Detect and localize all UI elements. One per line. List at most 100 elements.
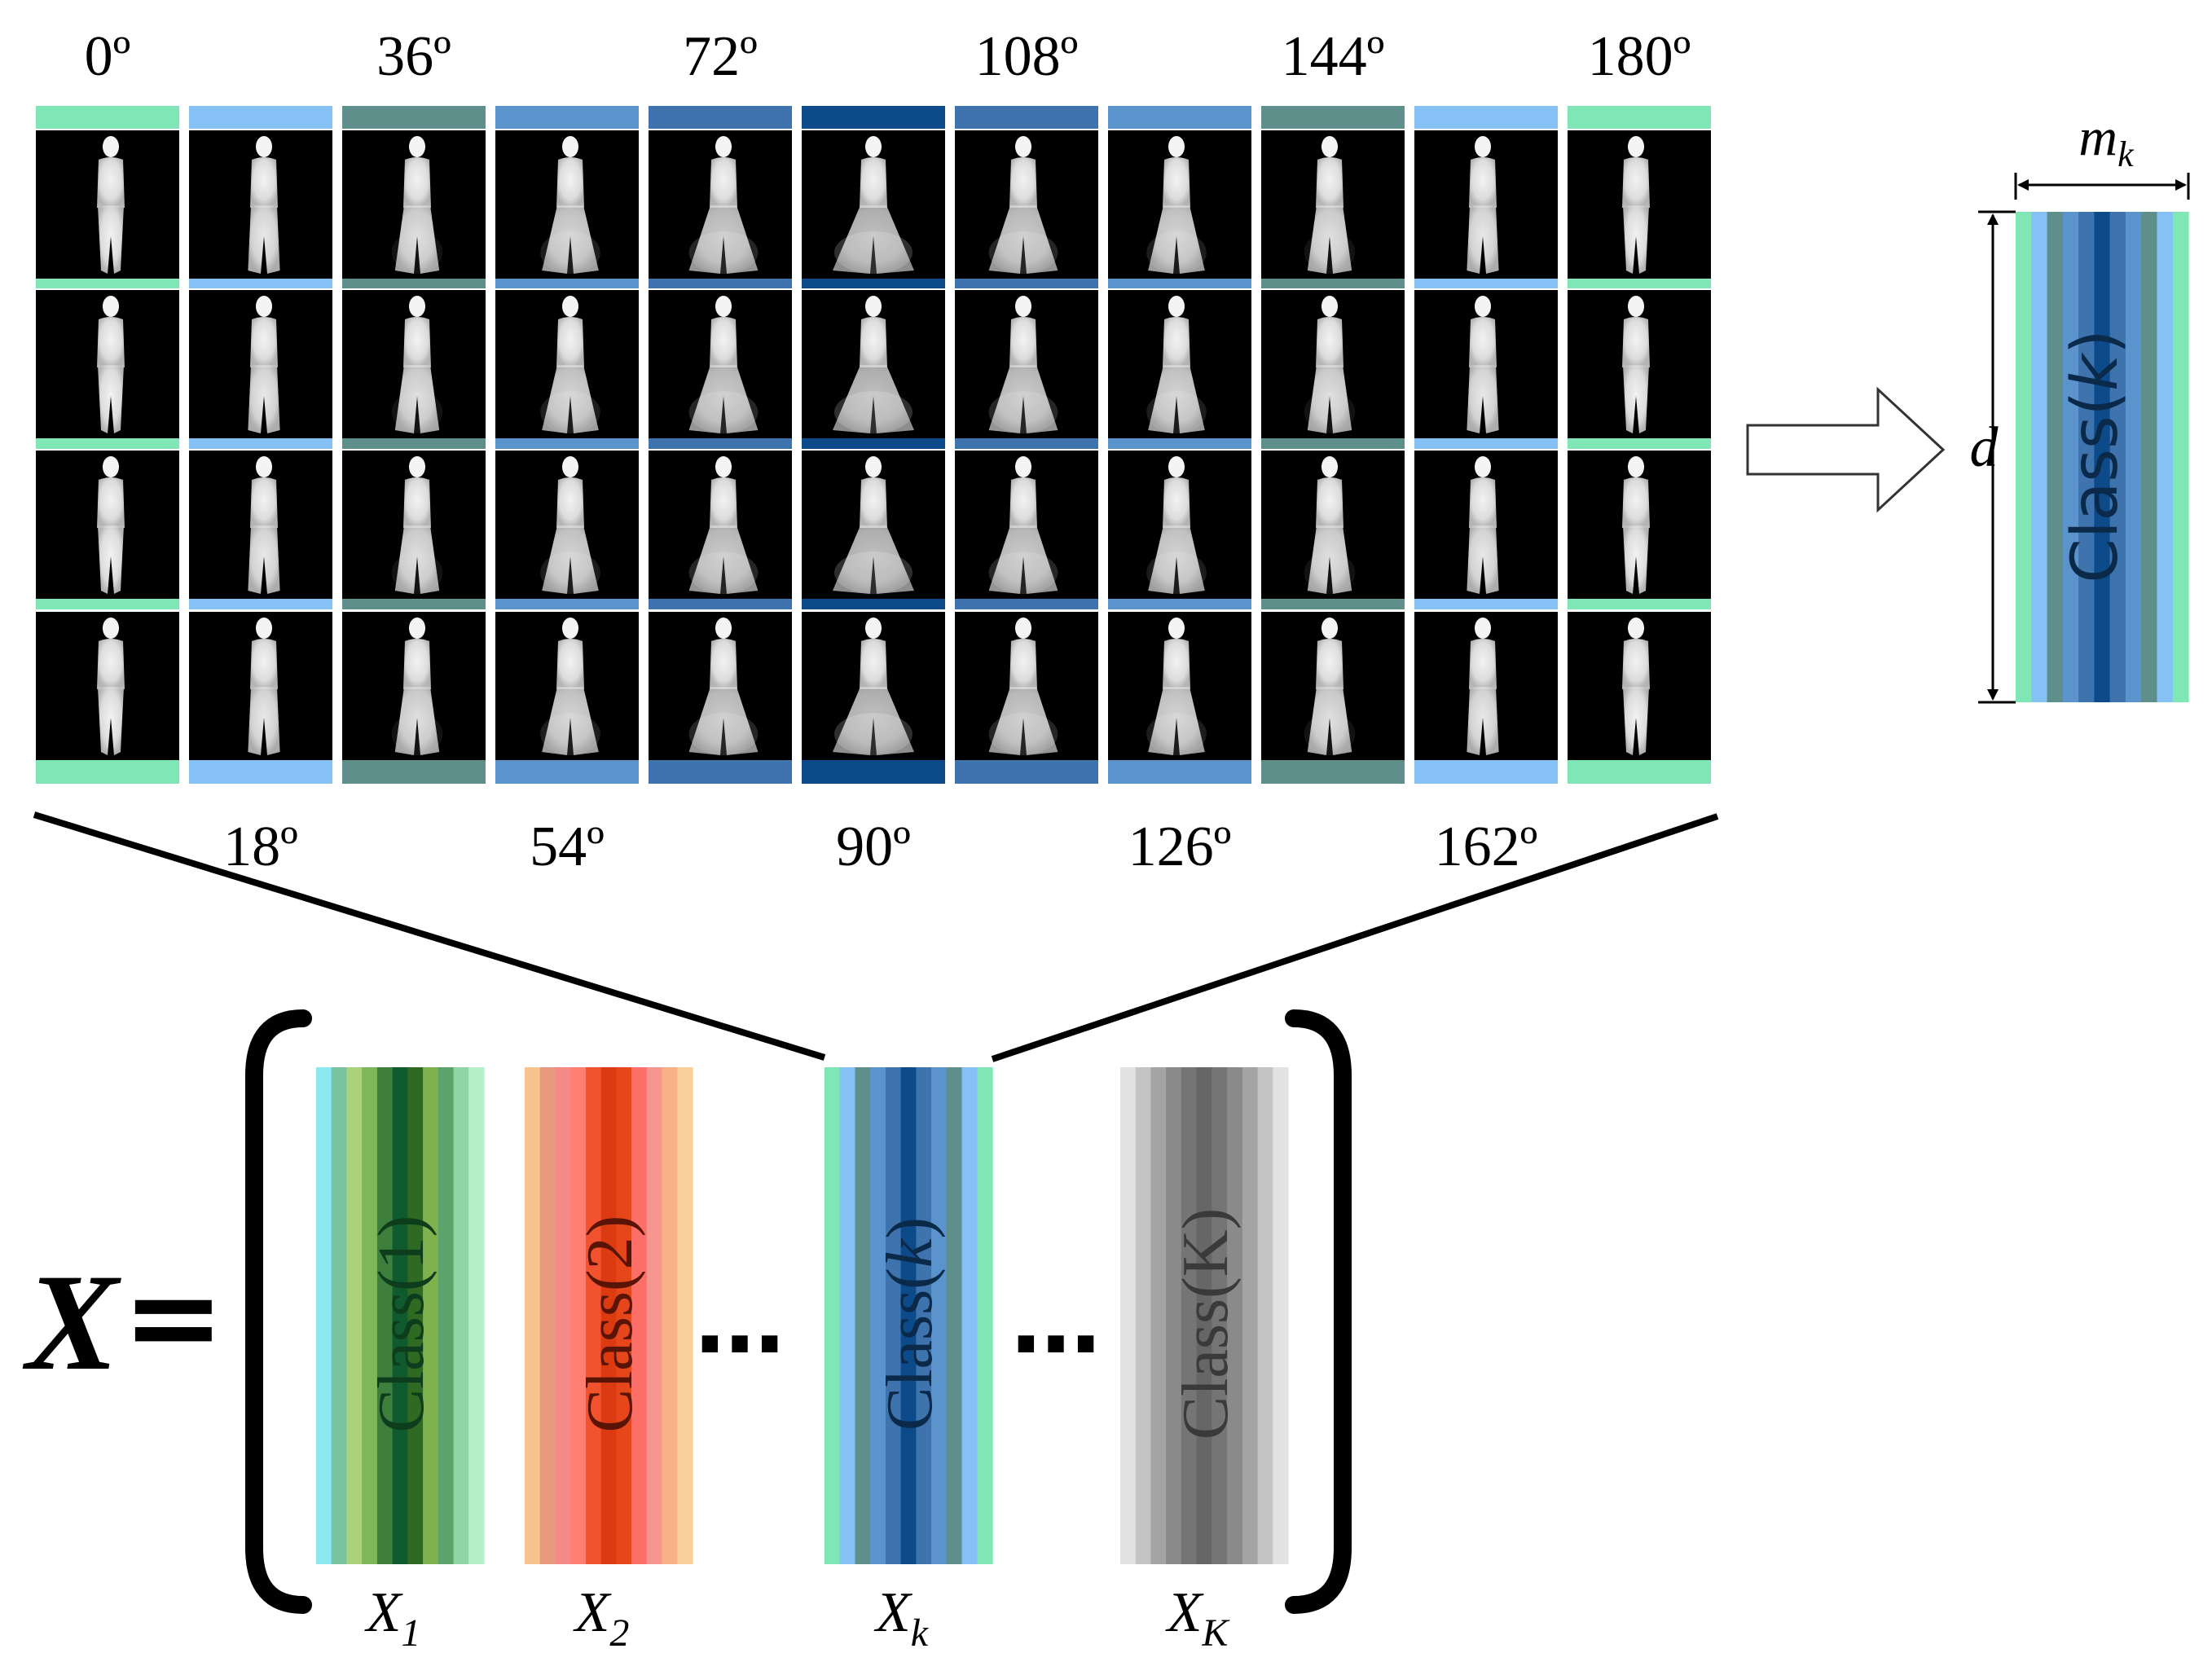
feature-stripe [585,1067,602,1564]
feature-stripe [839,1067,856,1564]
angle-label-bottom: 162º [1435,816,1538,878]
gait-view-column [1261,106,1405,784]
gait-silhouette-tile [649,290,792,438]
feature-stripe [1150,1067,1167,1564]
gait-silhouette-tile [36,612,179,760]
feature-stripe [392,1067,408,1564]
gait-silhouette-tile [495,130,639,279]
gait-silhouette-tile [1414,612,1558,760]
feature-stripe [931,1067,948,1564]
view-color-band [189,758,332,784]
width-label: mk [2078,108,2135,174]
gait-silhouette-tile [1568,290,1711,438]
view-color-band [495,437,639,449]
view-color-band [649,437,792,449]
matrix-symbol: X [22,1246,121,1399]
view-color-band [1261,437,1405,449]
view-color-band [1261,758,1405,784]
gait-silhouette-tile [955,130,1098,279]
view-color-band [649,106,792,129]
view-color-band [955,437,1098,449]
class-column-label: Class(K) [1170,1208,1242,1440]
gait-silhouette-tile [649,451,792,599]
class-column-label: Class(2) [574,1216,646,1433]
feature-stripe [539,1067,556,1564]
feature-stripe [1166,1067,1182,1564]
feature-stripe [916,1067,932,1564]
class-column-label: Class(1) [366,1216,438,1433]
angle-label-top: 144º [1282,25,1385,88]
feature-stripe [2109,212,2126,702]
view-color-band [1261,277,1405,288]
ellipsis-left: … [695,1269,785,1374]
view-color-band [802,598,945,609]
angle-label-top: 108º [975,25,1079,88]
gait-silhouette-tile [955,290,1098,438]
view-color-band [955,758,1098,784]
class-k-detail-column [2016,212,2189,702]
gait-silhouette-tile [36,451,179,599]
gait-silhouette-tile [342,612,486,760]
view-color-band [36,106,179,129]
feature-stripe [2016,212,2032,702]
view-color-band [342,106,486,129]
gait-view-column [342,106,486,784]
view-color-band [802,437,945,449]
view-color-band [342,277,486,288]
gait-silhouette-tile [1261,290,1405,438]
view-color-band [1108,106,1251,129]
feature-stripe [438,1067,455,1564]
class-variable-label: X1 [364,1581,421,1655]
class-column-stripes [825,1067,993,1564]
view-color-band [189,106,332,129]
gait-silhouette-tile [189,130,332,279]
class-column-label: Class(k) [874,1217,946,1431]
gait-silhouette-tile [1414,130,1558,279]
ellipsis-right: … [1011,1269,1101,1374]
feature-stripe [600,1067,617,1564]
gait-view-column [495,106,639,784]
view-color-band [1108,758,1251,784]
view-color-band [1568,277,1711,288]
feature-stripe [423,1067,439,1564]
feature-stripe [977,1067,993,1564]
view-color-band [1568,437,1711,449]
feature-stripe [961,1067,978,1564]
class-variable-label: XK [1165,1581,1231,1655]
feature-stripe [331,1067,348,1564]
connector-line-left [33,811,826,1061]
view-color-band [342,758,486,784]
feature-stripe [1181,1067,1198,1564]
detail-class-label: Class(k) [2059,329,2132,583]
view-color-band [36,758,179,784]
gait-silhouette-tile [955,612,1098,760]
feature-stripe [2125,212,2142,702]
feature-stripe [1227,1067,1243,1564]
gait-silhouette-tile [649,612,792,760]
view-color-band [1414,106,1558,129]
feature-stripe [677,1067,693,1564]
class-variable-label: Xk [873,1581,930,1655]
feature-stripe [346,1067,363,1564]
view-color-band [1568,758,1711,784]
view-color-band [955,106,1098,129]
right-bracket [1285,1009,1352,1614]
view-color-band [495,277,639,288]
view-color-band [802,758,945,784]
feature-stripe [407,1067,424,1564]
view-color-band [802,277,945,288]
view-color-band [1108,598,1251,609]
class-column-stripes [316,1067,485,1564]
gait-silhouette-tile [495,612,639,760]
gait-silhouette-tile [495,290,639,438]
gait-silhouette-tile [649,130,792,279]
gait-view-column [1568,106,1711,784]
equals-sign: = [122,1246,225,1388]
view-color-band [1568,598,1711,609]
feature-stripe [900,1067,917,1564]
gait-view-column [955,106,1098,784]
feature-stripe [2141,212,2158,702]
view-color-band [1414,758,1558,784]
angle-label-bottom: 54º [530,816,605,878]
